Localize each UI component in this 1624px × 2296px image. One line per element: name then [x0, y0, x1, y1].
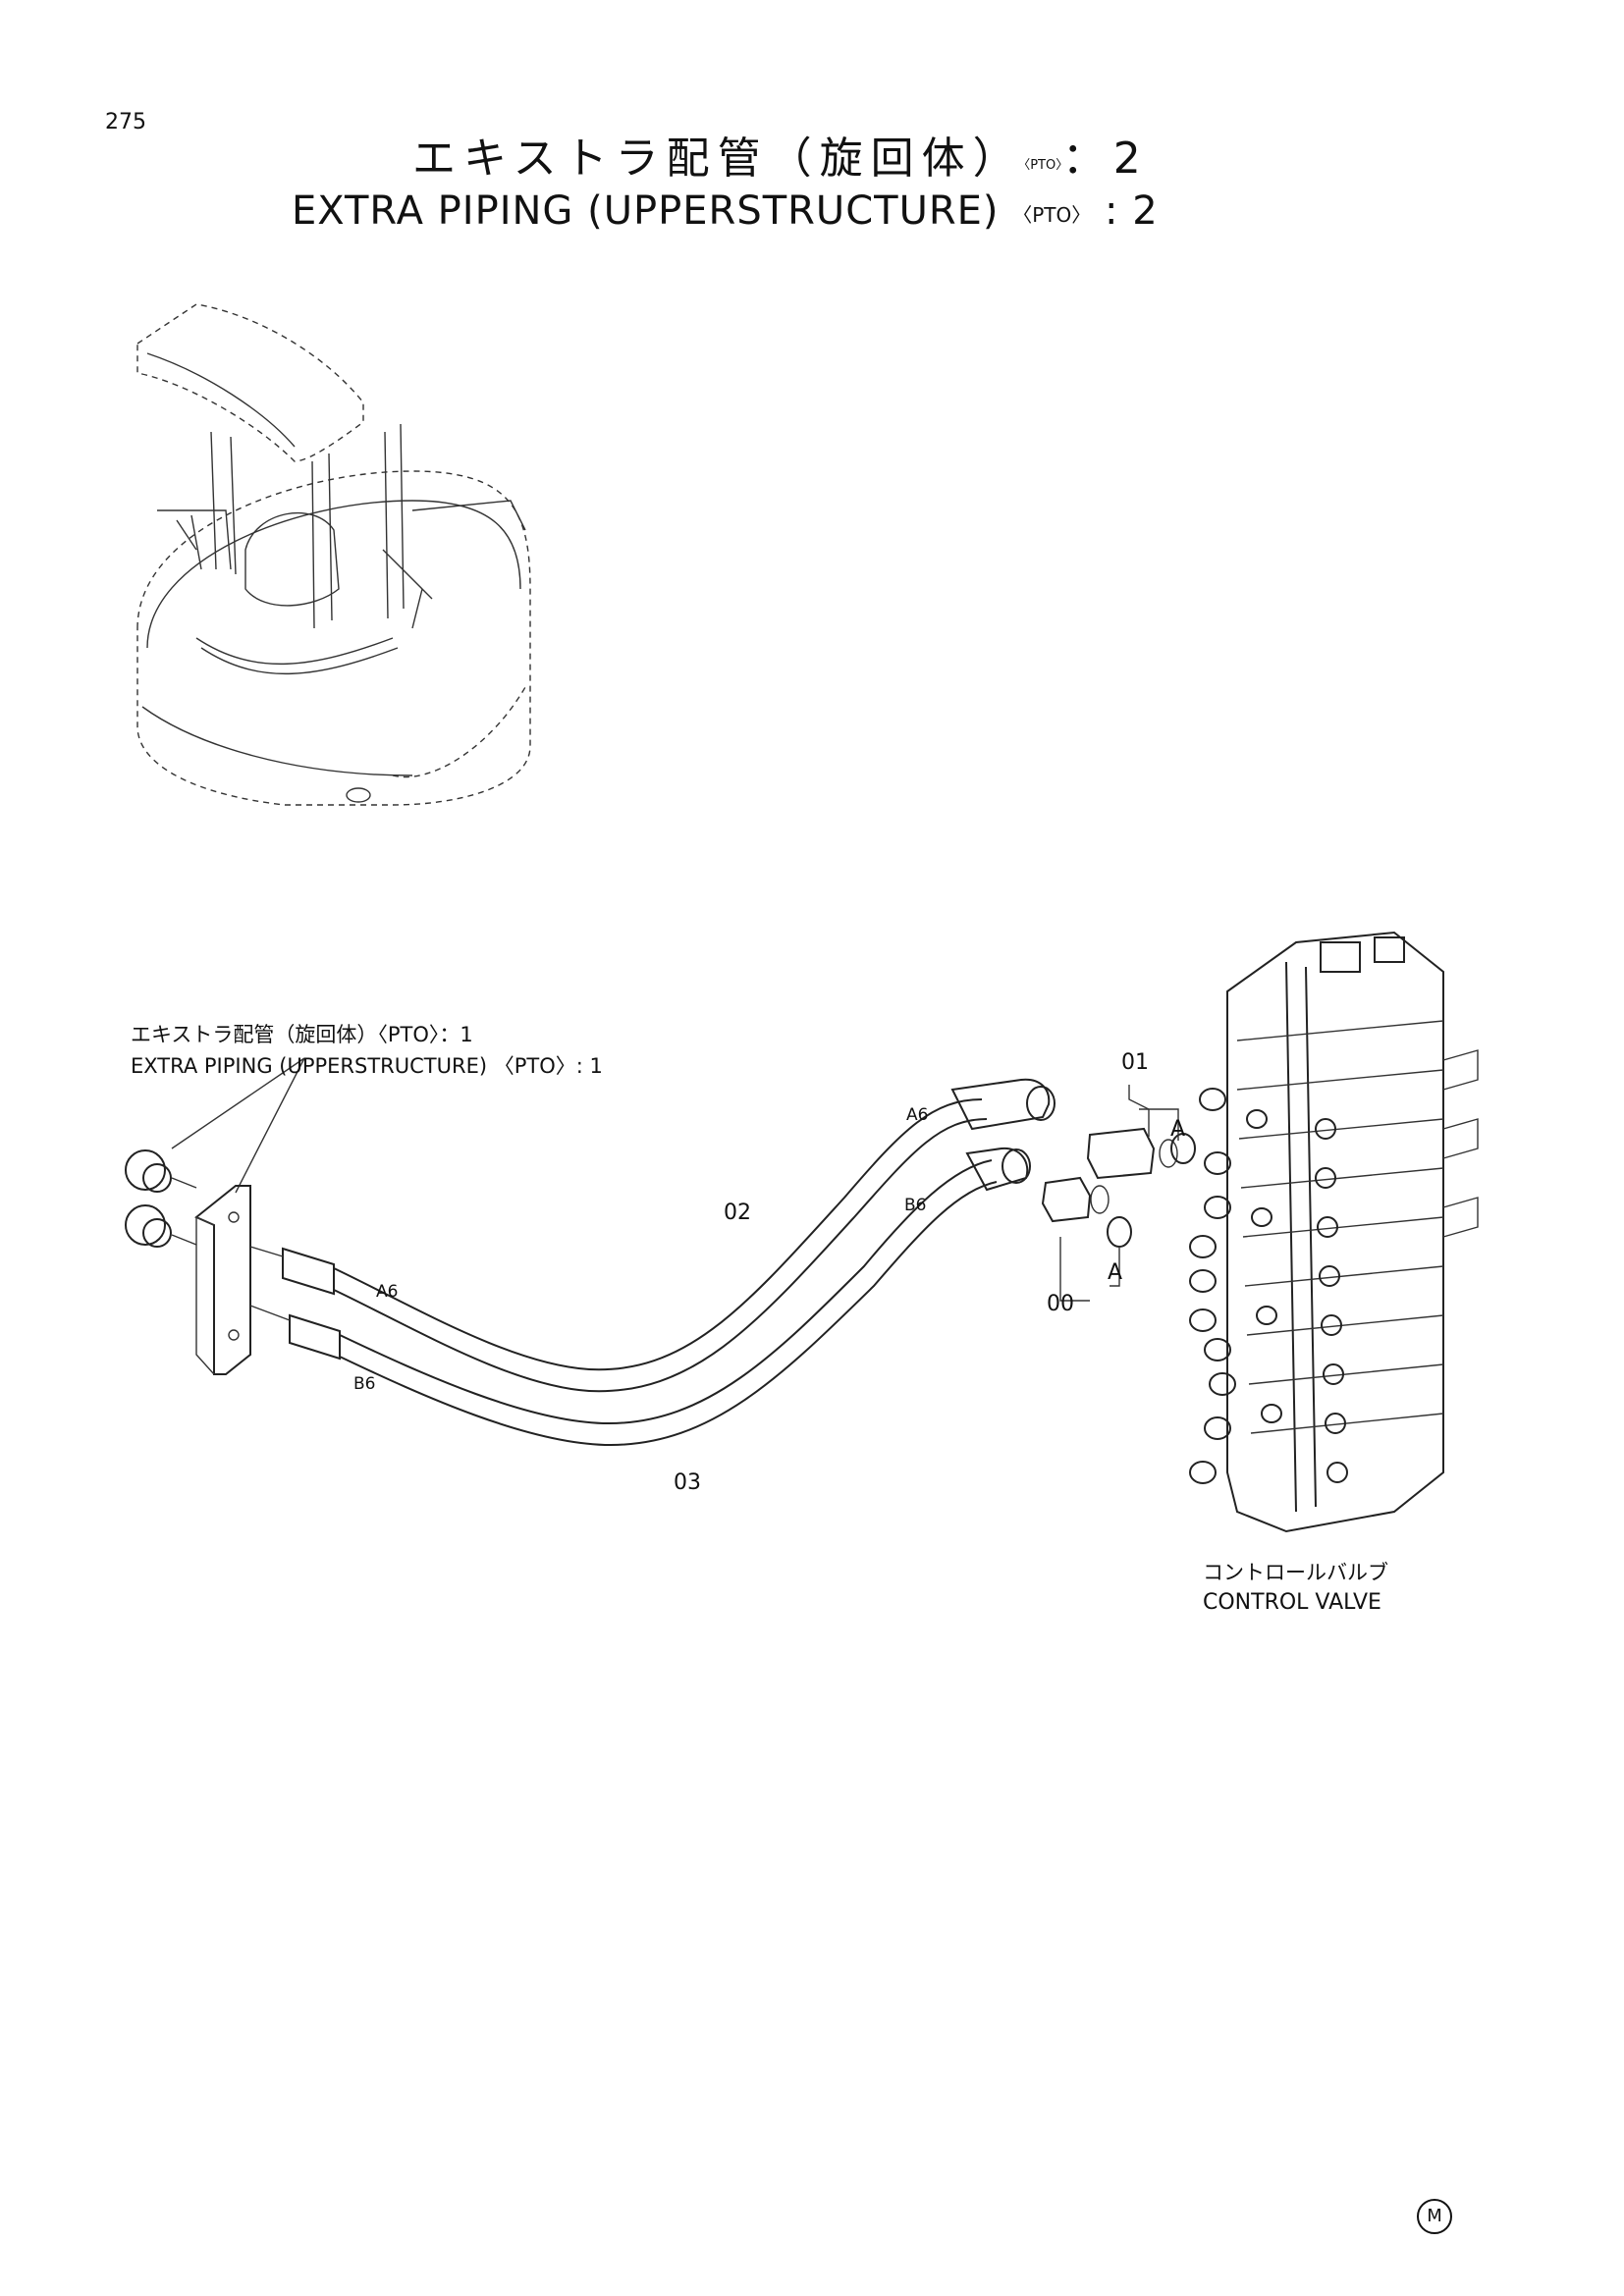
title-jp-text: エキストラ配管（旋回体） [412, 133, 1024, 184]
detail-label-a-lower: A [1108, 1260, 1123, 1285]
manufacturer-mark: M [1417, 2199, 1452, 2234]
control-valve-label-japanese: コントロールバルブ [1203, 1561, 1388, 1584]
port-label-a6-bracket: A6 [376, 1282, 399, 1302]
control-valve-illustration [1189, 931, 1479, 1533]
hose-02 [333, 1098, 988, 1393]
reference-label-english: EXTRA PIPING (UPPERSTRUCTURE) 〈PTO〉: 1 [131, 1054, 603, 1078]
detail-label-a-upper: A [1170, 1117, 1186, 1142]
part-label-00: 00 [1047, 1292, 1074, 1316]
machine-overview-illustration [136, 303, 531, 806]
hose-03 [339, 1159, 998, 1447]
adapter-00 [1041, 1176, 1132, 1248]
port-label-a6-valve: A6 [906, 1105, 929, 1125]
adapter-01 [1086, 1127, 1196, 1180]
port-label-b6-valve: B6 [904, 1196, 927, 1215]
title-japanese: エキストラ配管（旋回体）〈PTO〉：2 [412, 137, 1149, 181]
bracket-assembly [125, 1057, 341, 1375]
title-en-pto: 〈PTO〉 [1012, 203, 1092, 227]
port-label-b6-bracket: B6 [353, 1374, 376, 1394]
title-jp-pto: 〈PTO〉 [1023, 158, 1062, 173]
hose-end-fittings [950, 1078, 1056, 1192]
part-label-02: 02 [724, 1201, 751, 1225]
reference-label-japanese: エキストラ配管（旋回体）〈PTO〉：1 [131, 1023, 473, 1046]
part-label-01: 01 [1121, 1050, 1149, 1075]
title-en-suffix: : 2 [1091, 188, 1159, 234]
control-valve-label-english: CONTROL VALVE [1203, 1590, 1381, 1615]
part-label-03: 03 [674, 1470, 701, 1495]
leader-lines [1059, 1085, 1179, 1302]
title-english: EXTRA PIPING (UPPERSTRUCTURE) 〈PTO〉 : 2 [292, 191, 1159, 231]
title-en-text: EXTRA PIPING (UPPERSTRUCTURE) [292, 188, 1013, 234]
title-jp-suffix: ：2 [1061, 133, 1149, 184]
page-number: 275 [105, 110, 146, 134]
